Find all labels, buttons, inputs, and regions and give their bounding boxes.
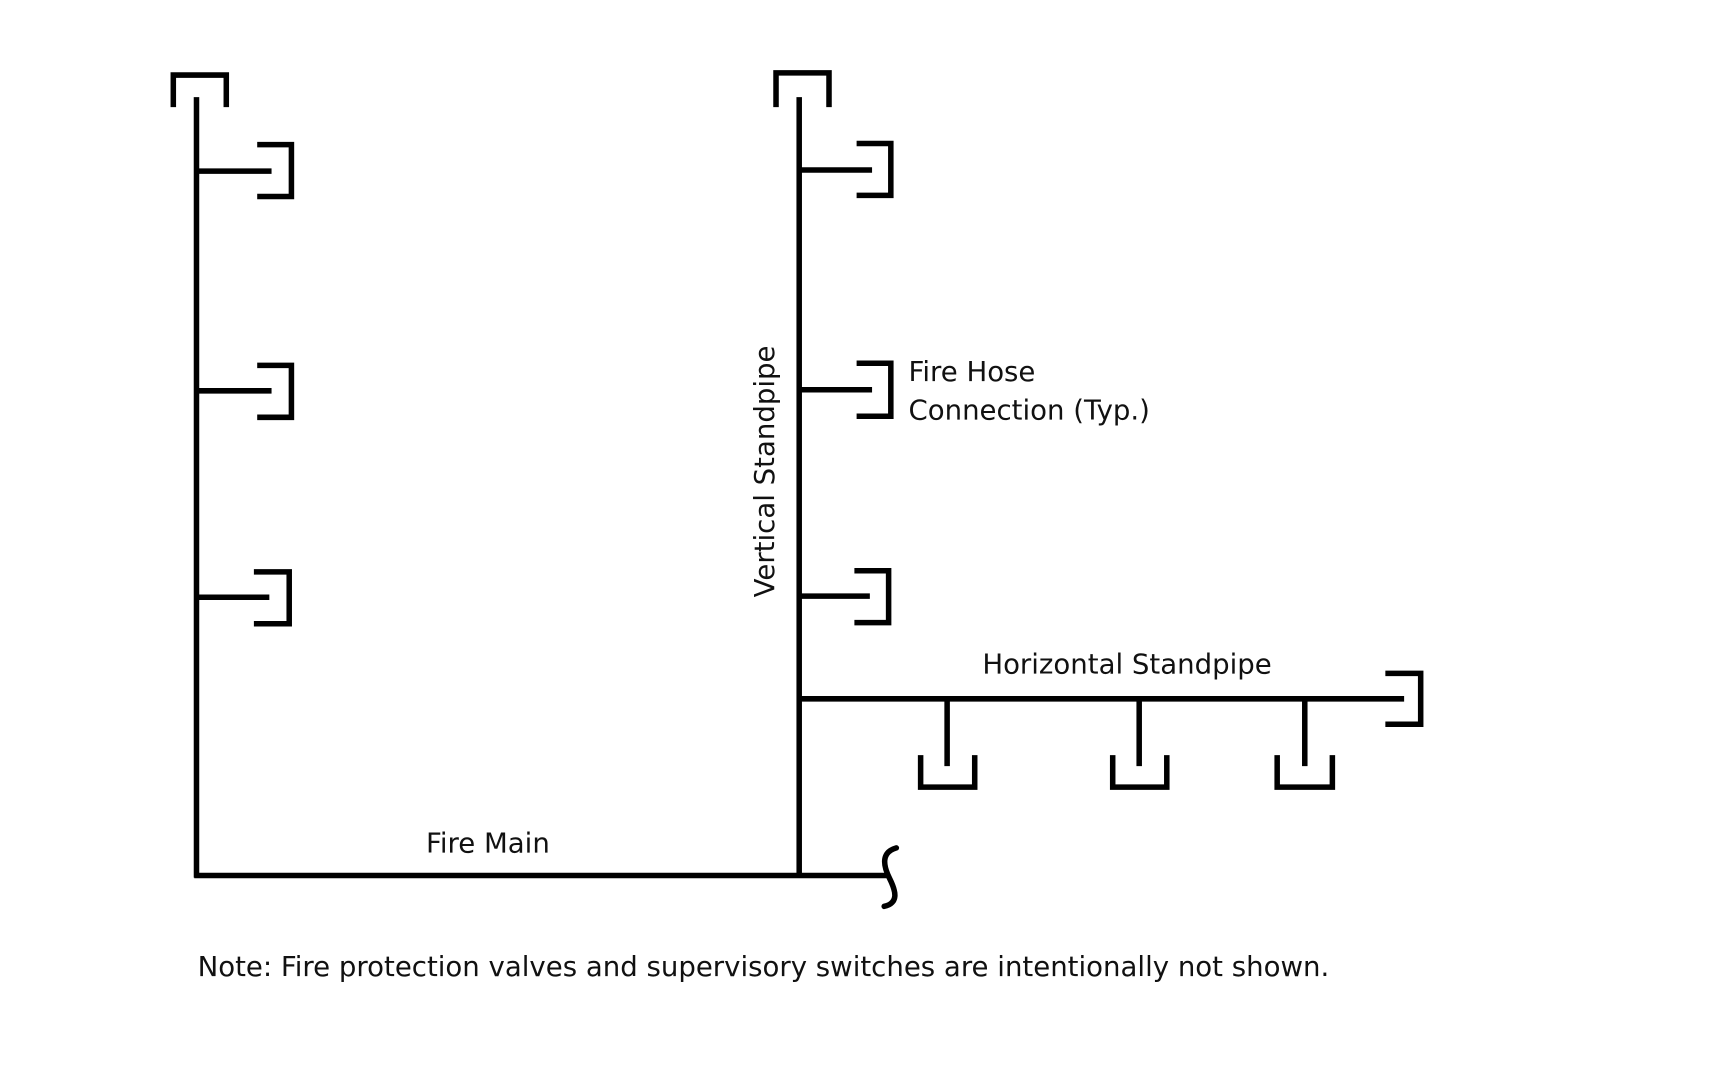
left-riser-top-hose-connection-icon bbox=[170, 72, 230, 108]
fire-main-label: Fire Main bbox=[426, 826, 550, 859]
hose-connection-icon bbox=[917, 755, 978, 790]
pipe-break-icon bbox=[881, 845, 900, 910]
vertical-standpipe-hose-connection-3 bbox=[799, 567, 892, 626]
hose-connection-icon bbox=[1109, 755, 1170, 790]
left-riser-hose-connection-2 bbox=[196, 362, 295, 421]
horizontal-standpipe-label: Horizontal Standpipe bbox=[982, 647, 1271, 680]
horizontal-standpipe: Horizontal Standpipe bbox=[799, 647, 1424, 790]
left-riser bbox=[170, 72, 295, 878]
hose-connection-label-line1: Fire Hose bbox=[908, 355, 1035, 388]
hose-connection-icon bbox=[854, 567, 892, 626]
hose-connection-icon bbox=[257, 362, 295, 421]
hose-connection-icon bbox=[856, 140, 894, 199]
vertical-standpipe-top-hose-connection-icon bbox=[773, 70, 832, 108]
horizontal-standpipe-hose-connection-3 bbox=[1274, 698, 1336, 790]
fire-main: Fire Main bbox=[194, 826, 900, 910]
hose-connection-icon bbox=[856, 360, 894, 419]
hose-connection-icon bbox=[1274, 755, 1336, 790]
hose-connection-icon bbox=[253, 569, 292, 627]
hose-connection-icon bbox=[257, 141, 295, 200]
left-riser-hose-connection-1 bbox=[196, 141, 295, 200]
vertical-standpipe-hose-connection-1 bbox=[799, 140, 894, 199]
horizontal-standpipe-end-hose-connection-icon bbox=[1385, 670, 1424, 727]
diagram-note: Note: Fire protection valves and supervi… bbox=[198, 950, 1330, 983]
left-riser-hose-connection-3 bbox=[196, 569, 292, 627]
vertical-standpipe-label: Vertical Standpipe bbox=[748, 345, 781, 597]
vertical-standpipe: Vertical Standpipe bbox=[748, 70, 894, 878]
hose-connection-callout: Fire Hose Connection (Typ.) bbox=[908, 355, 1149, 427]
vertical-standpipe-hose-connection-2 bbox=[799, 360, 894, 419]
horizontal-standpipe-hose-connection-2 bbox=[1109, 698, 1170, 790]
hose-connection-label-line2: Connection (Typ.) bbox=[908, 394, 1149, 427]
horizontal-standpipe-hose-connection-1 bbox=[917, 698, 978, 790]
